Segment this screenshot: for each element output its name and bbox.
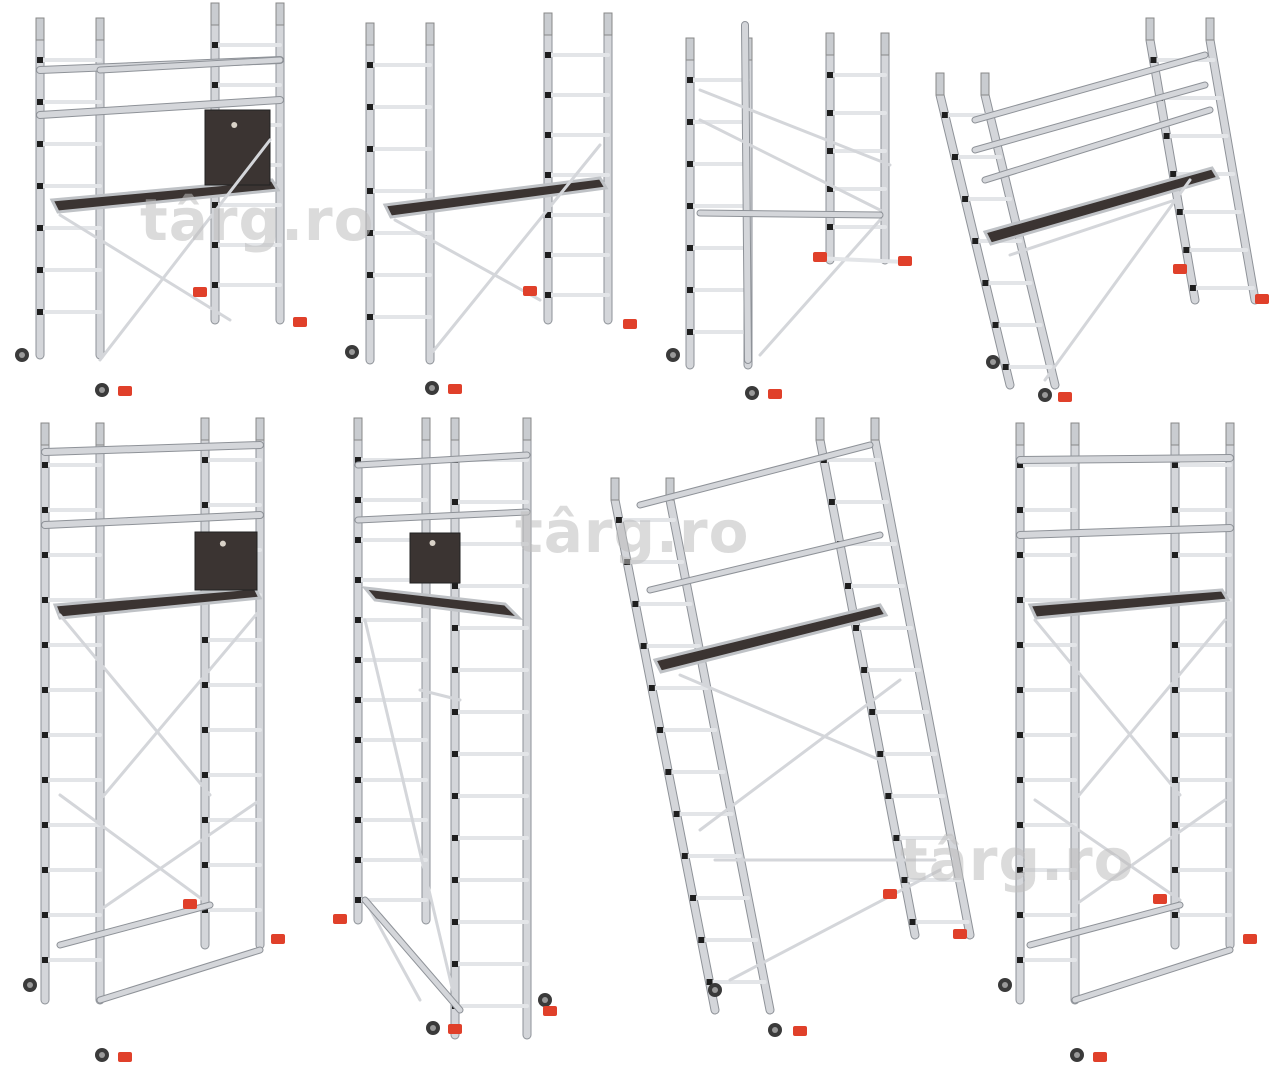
scaffold-tall-with-guard-panel bbox=[23, 417, 285, 1062]
scaffold-short-open bbox=[345, 12, 637, 395]
scaffold-short-folded-side bbox=[666, 21, 912, 400]
scaffold-tall-open bbox=[998, 422, 1257, 1062]
scaffold-short-with-guard-panel bbox=[15, 2, 307, 397]
scaffold-tall-tilted bbox=[610, 417, 975, 1037]
scaffold-tall-with-guard-panel-perspective bbox=[333, 417, 557, 1040]
scaffold-short-tilted bbox=[935, 17, 1269, 402]
